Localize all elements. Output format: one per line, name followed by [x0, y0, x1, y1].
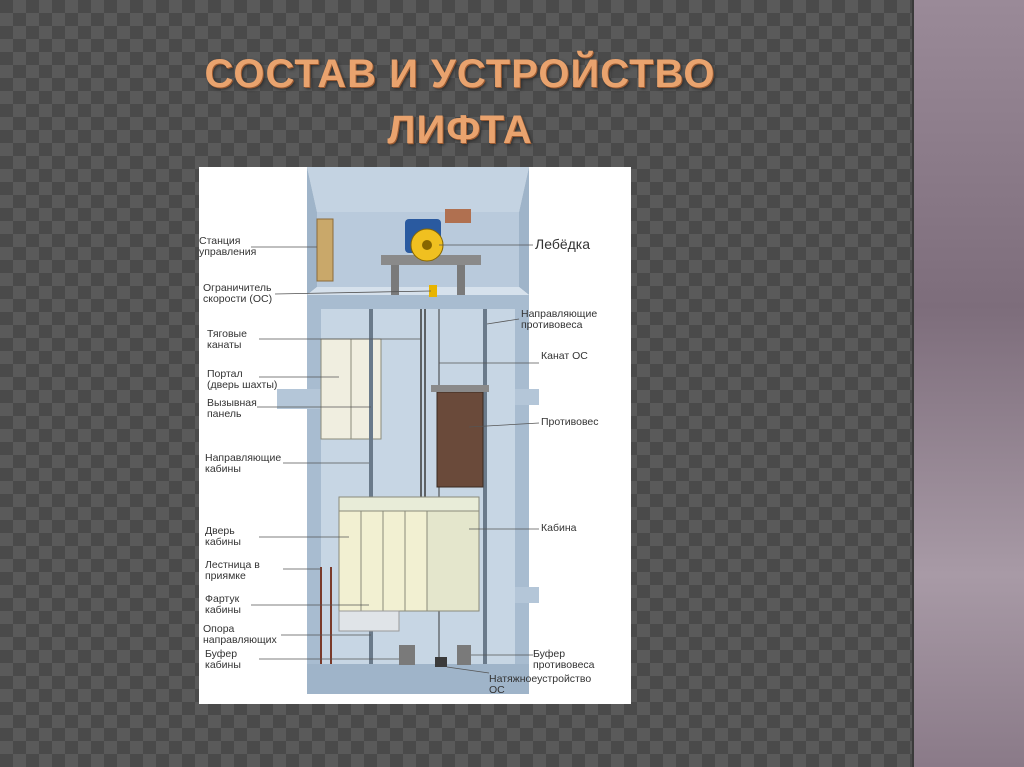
machine-room-left-wall: [307, 167, 317, 295]
label-counterweight-guides: Направляющие противовеса: [521, 308, 598, 331]
label-speed-limiter: Ограничитель скорости (ОС): [203, 282, 273, 305]
winch-hub: [422, 240, 432, 250]
label-limiter-rope: Канат ОС: [541, 350, 588, 362]
car-buffer-block: [399, 645, 415, 665]
floor-slab-right-1: [515, 389, 539, 405]
label-pit-ladder: Лестница в приямке: [205, 559, 260, 582]
label-guide-support: Опора направляющих: [203, 623, 277, 646]
floor-slab-left-1: [277, 389, 321, 409]
leader-tensioner: [446, 666, 490, 674]
car-apron: [338, 610, 400, 632]
label-counterweight-buffer: Буфер противовеса: [533, 648, 595, 671]
elevator-diagram: Станция управления Ограничитель скорости…: [199, 167, 631, 704]
leader-counterweight: [468, 422, 540, 428]
control-station: [316, 218, 334, 282]
label-winch: Лебёдка: [535, 236, 591, 252]
label-tensioner: Натяжноеустройство ОС: [489, 673, 592, 696]
shaft-left-wall: [307, 309, 321, 664]
car-roof: [338, 496, 480, 512]
label-car-apron: Фартук кабины: [205, 593, 241, 616]
leader-speed-limiter: [274, 290, 432, 295]
label-call-panel: Вызывная панель: [207, 397, 257, 420]
counterweight-frame: [431, 385, 489, 392]
slide-side-decoration: [914, 0, 1024, 767]
floor-slab-right-2: [515, 587, 539, 603]
label-counterweight: Противовес: [541, 416, 599, 428]
label-car-buffer: Буфер кабины: [205, 648, 241, 671]
elevator-drawing: [251, 167, 540, 694]
slide-title-line-2: ЛИФТА: [387, 108, 533, 152]
label-car: Кабина: [541, 522, 577, 534]
wall-plate: [445, 209, 471, 223]
machine-room-right-wall: [519, 167, 529, 295]
counterweight-buffer-block: [457, 645, 471, 665]
winch-leg-left: [391, 265, 399, 295]
right-leader-lines: [439, 244, 540, 674]
counterweight-block: [436, 391, 484, 488]
speed-limiter-device: [429, 285, 437, 297]
counterweight-guide-right: [483, 309, 487, 664]
left-leader-lines: [251, 246, 432, 660]
label-portal: Портал (дверь шахты): [207, 368, 278, 391]
machine-room-slab: [307, 295, 529, 309]
shaft-pit: [307, 664, 529, 694]
tensioner-block: [435, 657, 447, 667]
slide-side-edge: [912, 0, 915, 767]
slide-title-line-1: СОСТАВ И УСТРОЙСТВО: [204, 52, 716, 96]
car-side: [426, 510, 480, 612]
label-control-station: Станция управления: [199, 235, 257, 258]
leader-counterweight-guides: [486, 318, 520, 325]
car-guide-left: [369, 309, 373, 664]
shaft-right-wall: [515, 309, 529, 664]
label-traction-ropes: Тяговые канаты: [207, 328, 247, 351]
winch-leg-right: [457, 265, 465, 295]
label-car-guides: Направляющие кабины: [205, 452, 282, 475]
label-car-door: Дверь кабины: [205, 525, 241, 548]
machine-room-ceiling: [307, 167, 529, 212]
